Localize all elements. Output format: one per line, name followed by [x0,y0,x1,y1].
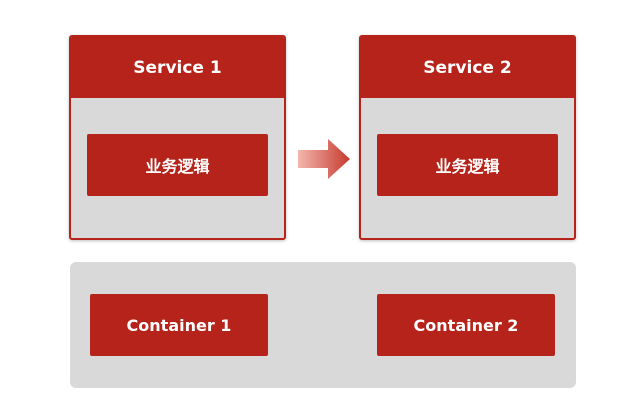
service-2-logic-label: 业务逻辑 [435,157,500,176]
container-panel: Container 1 Container 2 [70,262,576,388]
container-2-box: Container 2 [377,294,555,356]
service-2-title: Service 2 [423,57,512,78]
service-2-header: Service 2 [361,37,574,98]
service-1-box: Service 1 业务逻辑 [69,35,286,240]
container-2-label: Container 2 [413,315,519,335]
container-1-label: Container 1 [126,315,232,335]
service-1-title: Service 1 [133,57,222,78]
service-2-box: Service 2 业务逻辑 [359,35,576,240]
service-1-logic-label: 业务逻辑 [145,157,210,176]
service-1-business-logic: 业务逻辑 [87,134,268,196]
container-1-box: Container 1 [90,294,268,356]
right-arrow-icon [298,139,350,179]
service-2-business-logic: 业务逻辑 [377,134,558,196]
service-1-header: Service 1 [71,37,284,98]
